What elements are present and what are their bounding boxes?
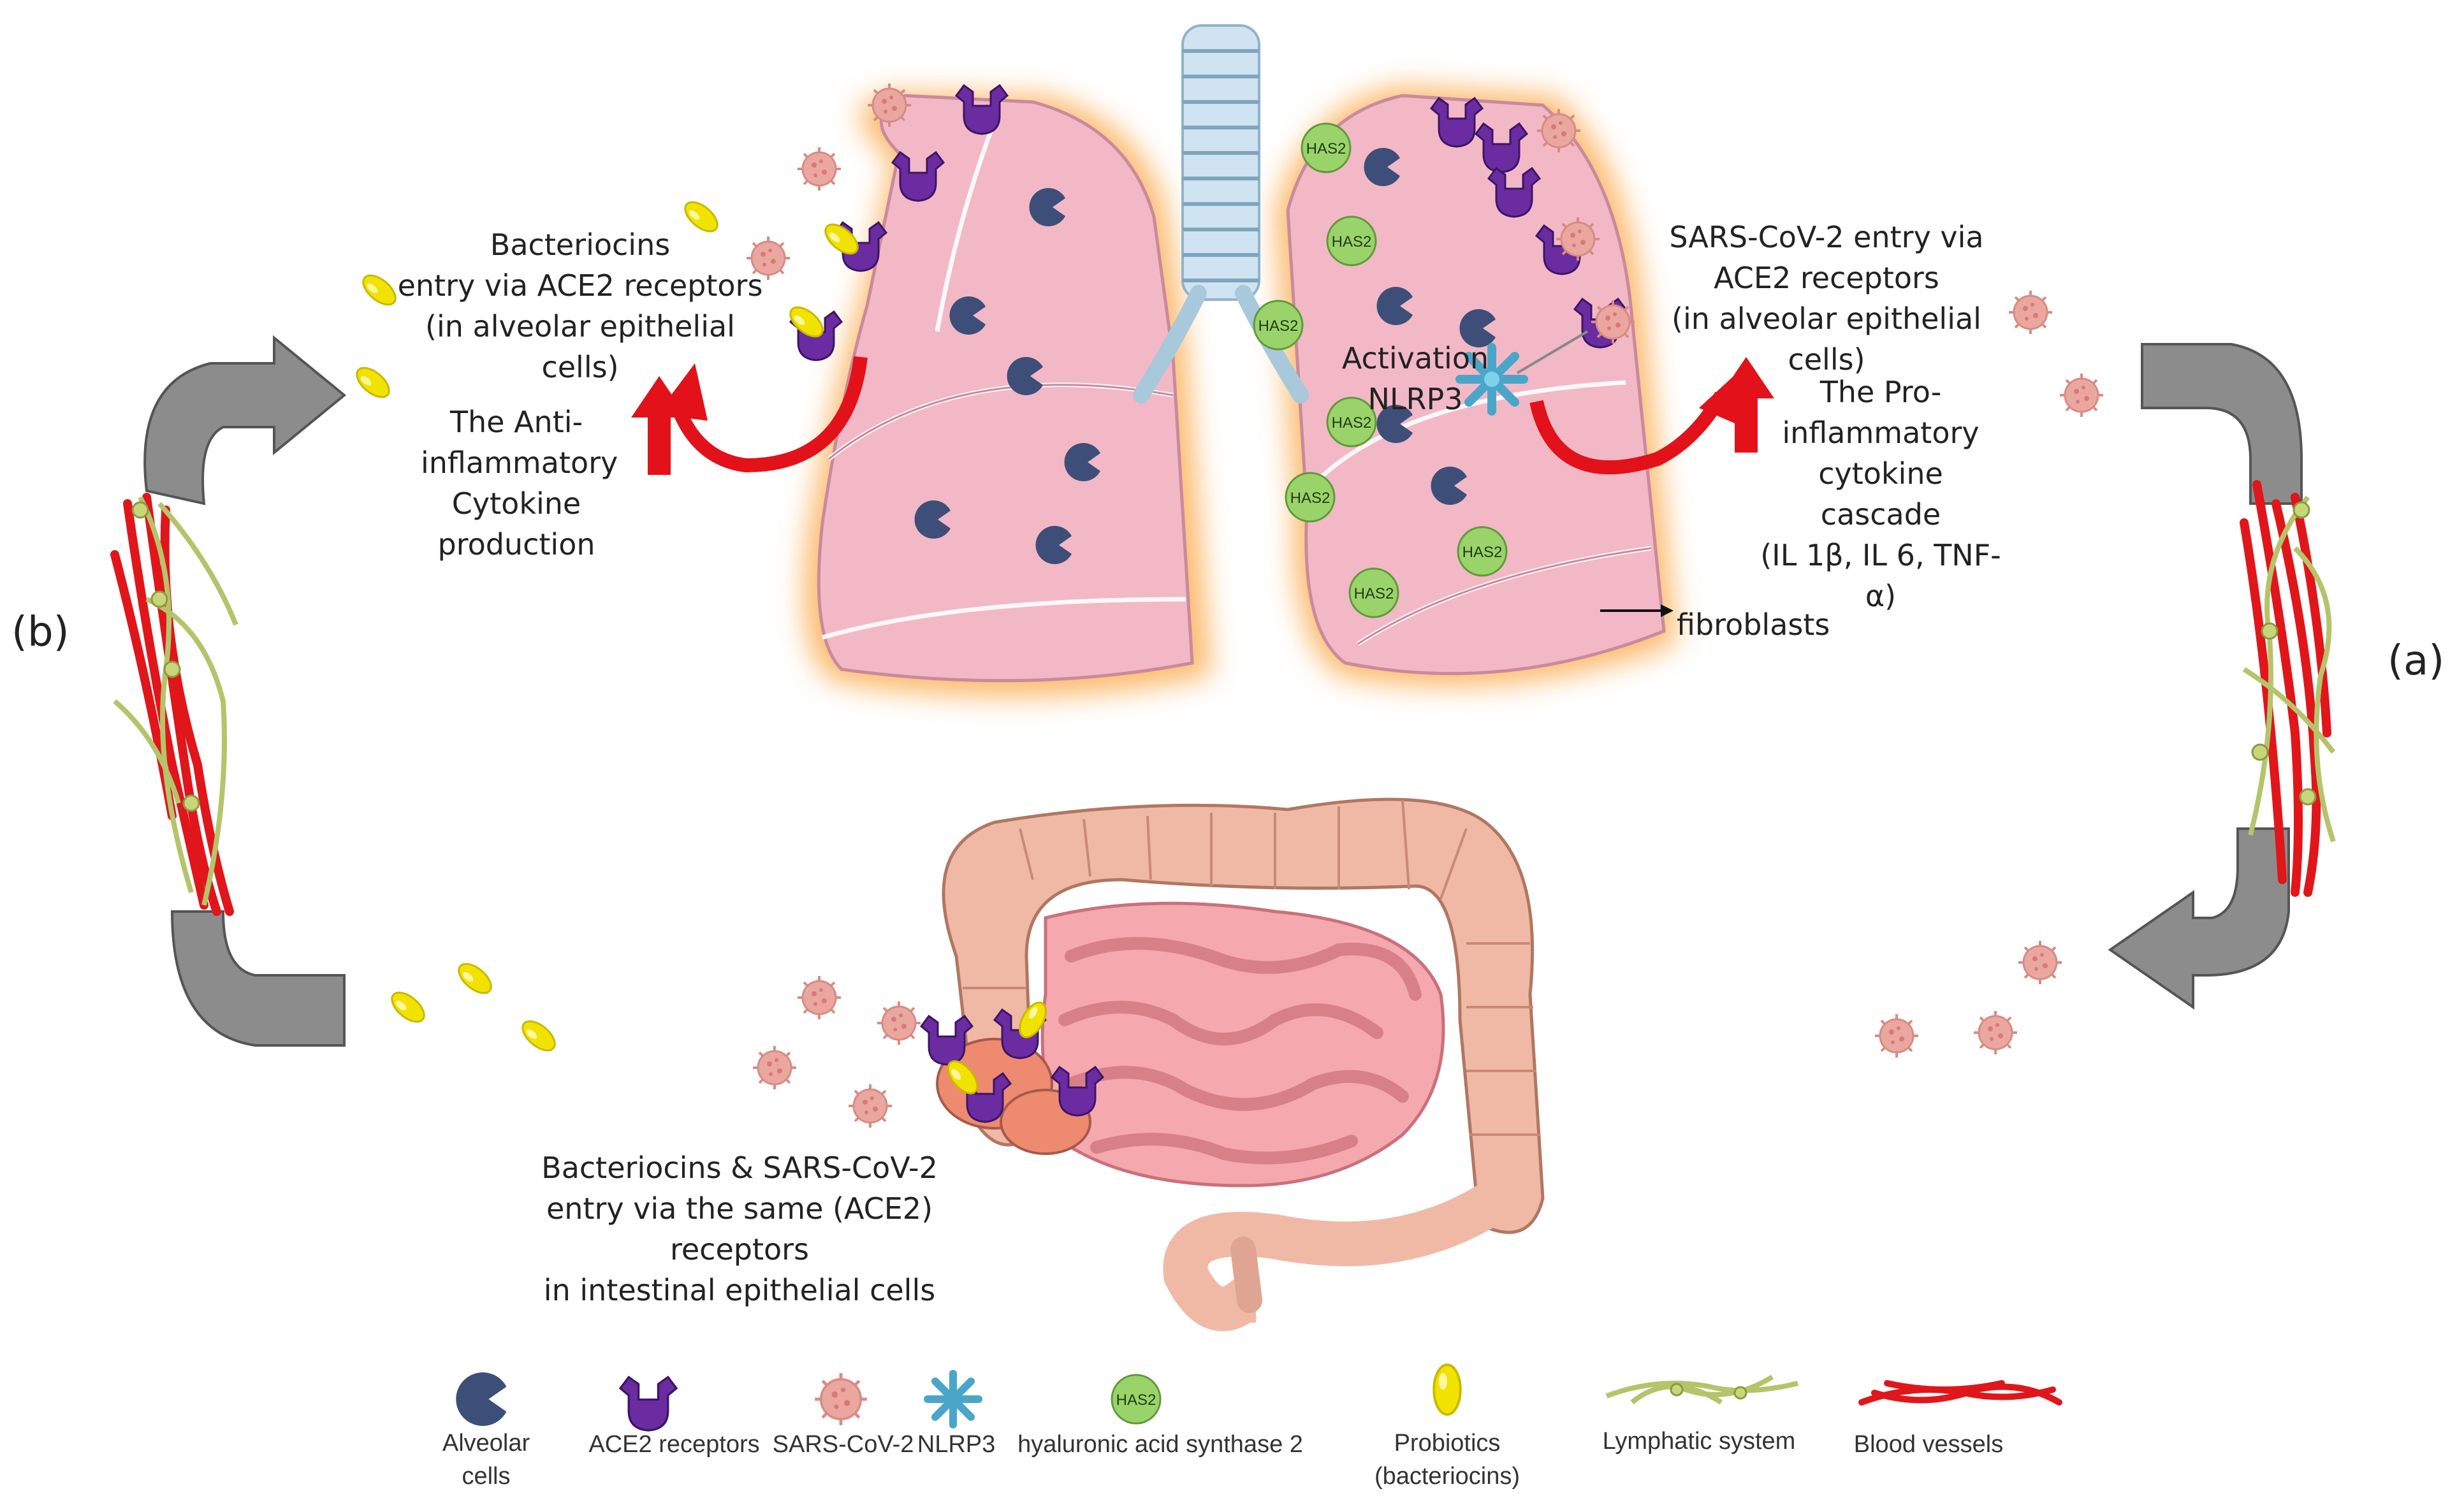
nlrp3-marker (1455, 343, 1528, 416)
legend-label-nlrp3: NLRP3 (917, 1431, 996, 1458)
ace2-receptor-icon (619, 1376, 678, 1432)
panel-b-label: (b) (11, 609, 69, 656)
bacteriocins-entry-label: Bacteriocins entry via ACE2 receptors (i… (397, 228, 763, 384)
anti-inflammatory-label: The Anti- inflammatory Cytokine producti… (421, 405, 618, 562)
legend-label-alveolar: Alveolar cells (442, 1430, 530, 1490)
red-arrows (631, 356, 1774, 475)
left-grey-arrows (143, 335, 347, 1047)
right-grey-arrows (2108, 343, 2303, 1010)
legend-icons (456, 1363, 2062, 1432)
activation-nlrp3-label: Activation NLRP3 (1341, 341, 1489, 416)
legend-label-blood: Blood vessels (1853, 1431, 2004, 1458)
nlrp3-icon (924, 1370, 982, 1428)
probiotic-icon (1433, 1363, 1462, 1416)
lymphatic-icon (1605, 1374, 1798, 1405)
legend-label-sars: SARS-CoV-2 (772, 1431, 914, 1458)
legend-label-ace2: ACE2 receptors (588, 1431, 760, 1458)
sars-entry-label: SARS-CoV-2 entry via ACE2 receptors (in … (1669, 220, 1984, 377)
sars-cov-2-icon (815, 1373, 867, 1425)
panel-a-label: (a) (2388, 637, 2445, 685)
has2-icon (1111, 1374, 1162, 1425)
intestines (920, 797, 1545, 1332)
pro-inflammatory-label: The Pro- inflammatory cytokine cascade (… (1760, 375, 2001, 613)
fibroblasts-label: fibroblasts (1677, 607, 1830, 642)
fibroblasts-pointer (1600, 604, 1673, 617)
legend-label-has2: hyaluronic acid synthase 2 (1017, 1431, 1303, 1458)
legend-label-lymphatic: Lymphatic system (1602, 1428, 1796, 1455)
legend-label-probiotics: Probiotics (bacteriocins) (1374, 1430, 1520, 1490)
blood-vessel-icon (1858, 1380, 2062, 1406)
alveolar-cell-icon (456, 1372, 507, 1426)
right-vessels (2240, 480, 2336, 897)
left-vessels (110, 493, 238, 916)
intestinal-entry-label: Bacteriocins & SARS-CoV-2 entry via the … (541, 1151, 938, 1307)
